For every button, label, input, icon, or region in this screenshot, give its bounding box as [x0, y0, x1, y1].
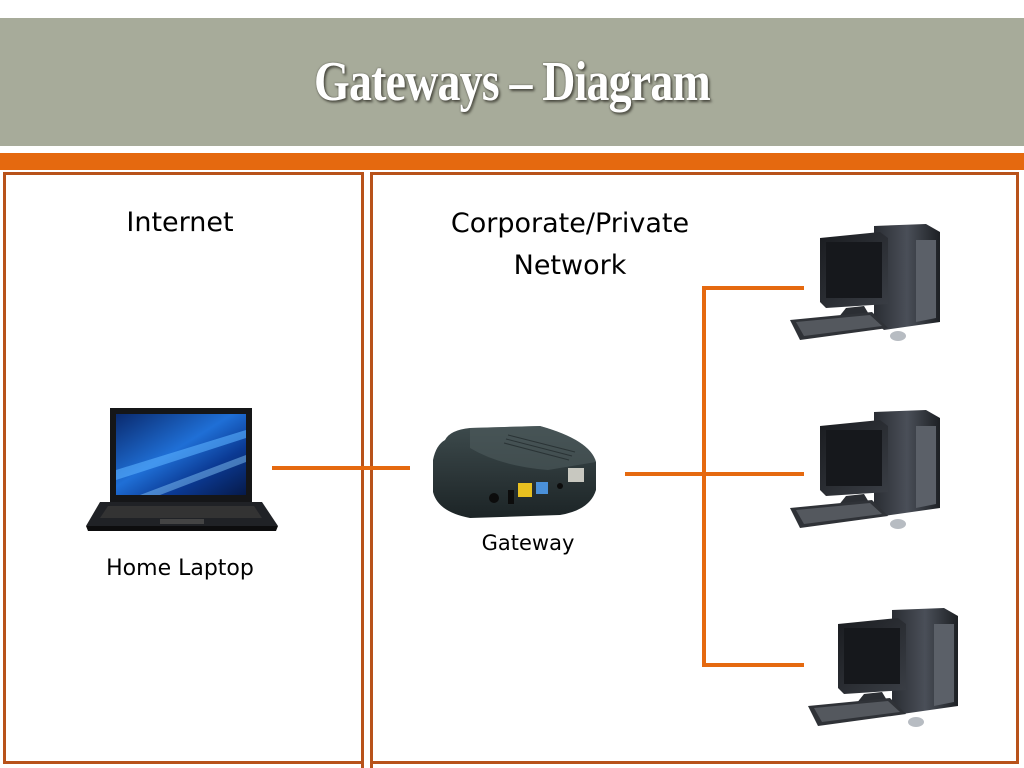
laptop-icon	[86, 408, 278, 531]
slide-title: Gateways – Diagram	[314, 51, 711, 113]
gateway-label: Gateway	[481, 531, 575, 555]
connection-lines	[272, 286, 804, 667]
corporate-zone-label: Corporate/Private Network	[450, 208, 690, 281]
gateway-router-icon	[433, 426, 596, 518]
desktop-computer-icon	[790, 410, 940, 529]
desktop-computer-icon	[808, 608, 958, 727]
desktop-computer-icon	[790, 224, 940, 341]
title-band: Gateways – Diagram	[0, 18, 1024, 146]
internet-zone-label: Internet	[126, 207, 234, 238]
accent-bar	[0, 153, 1024, 170]
home-laptop-label: Home Laptop	[106, 556, 254, 581]
